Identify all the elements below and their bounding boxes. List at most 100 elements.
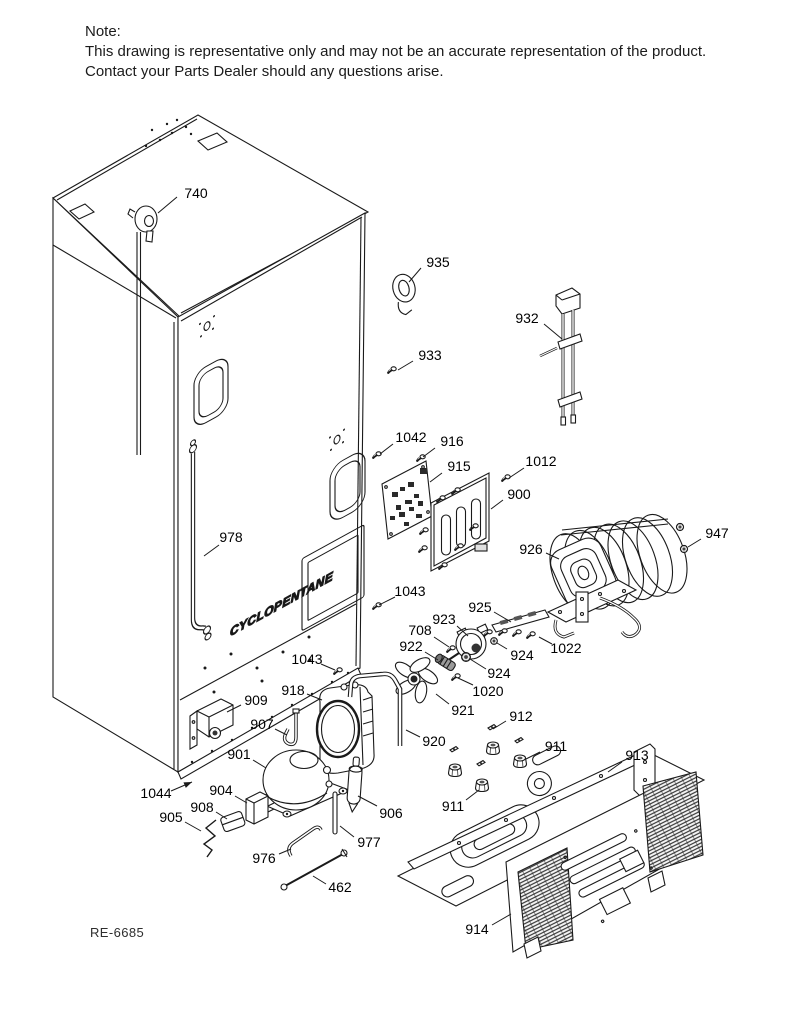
- part-label-935: 935: [426, 254, 450, 270]
- clip-912: [514, 737, 524, 744]
- part-label-1043: 1043: [394, 583, 425, 599]
- leader-line-913: [607, 761, 623, 773]
- drawing-drier-906: [346, 756, 363, 814]
- leader-line-977: [339, 825, 355, 838]
- cover-slots: [560, 829, 653, 924]
- leader-line-912: [492, 720, 507, 730]
- drawing-control-board-915: [381, 460, 433, 540]
- leader-line-922: [424, 651, 439, 661]
- leader-line-921: [435, 693, 450, 705]
- drawing-fan-motor-bracket-925: [491, 609, 550, 633]
- part-label-924: 924: [510, 647, 534, 663]
- nut-924: [490, 637, 498, 645]
- cover-left-grille: [517, 847, 574, 951]
- drawing-clamp-935: [392, 273, 416, 316]
- screw-1012: [500, 473, 512, 483]
- part-label-920: 920: [422, 733, 446, 749]
- drawing-rod-462: [280, 848, 348, 891]
- part-label-911: 911: [545, 738, 568, 754]
- cover-foot: [523, 936, 542, 959]
- leader-line-916: [422, 447, 436, 458]
- screw-708: [445, 644, 457, 654]
- flange-holes: [190, 635, 350, 764]
- part-label-909: 909: [244, 692, 268, 708]
- leader-line-932: [543, 323, 563, 340]
- part-label-900: 900: [507, 486, 531, 502]
- leader-line-1043: [378, 596, 396, 606]
- part-label-911: 911: [442, 798, 465, 814]
- note-line-1: This drawing is representative only and …: [85, 43, 707, 60]
- drawing-fan-shroud-918: [315, 681, 375, 774]
- grommet-911: [485, 741, 501, 756]
- drawing-condenser-926: [546, 513, 688, 639]
- note-line-2: Contact your Parts Dealer should any que…: [85, 63, 444, 80]
- part-label-915: 915: [447, 458, 471, 474]
- refrigerator-cabinet: CYCLOPENTANE: [52, 114, 370, 780]
- part-label-904: 904: [209, 782, 233, 798]
- drawing-fan-blade-921: [394, 657, 439, 704]
- part-label-1012: 1012: [525, 453, 556, 469]
- part-label-976: 976: [252, 850, 276, 866]
- clip-912: [487, 724, 497, 731]
- drawing-coupler-922: [434, 653, 456, 672]
- leader-line-1022: [538, 636, 553, 645]
- drawing-tube-907: [282, 708, 300, 747]
- cabinet-back-panel: CYCLOPENTANE: [177, 212, 366, 780]
- leader-line-925: [493, 611, 512, 623]
- note-heading: Note:: [85, 23, 121, 40]
- leader-line-911: [525, 751, 541, 760]
- leader-line-914: [491, 913, 512, 926]
- part-label-1020: 1020: [472, 683, 503, 699]
- cover-foot: [647, 870, 666, 893]
- tube-grommet-740: [127, 205, 158, 243]
- screw-900: [417, 544, 429, 554]
- nut-924: [460, 651, 472, 663]
- screw-1020: [450, 672, 462, 682]
- leader-line-1020: [457, 677, 474, 686]
- drawing-fan-motor-923: [446, 623, 489, 662]
- nut-947: [679, 544, 689, 554]
- leader-line-909: [226, 704, 242, 713]
- condenser-bracket: [546, 579, 638, 623]
- part-label-925: 925: [468, 599, 492, 615]
- clip-912: [449, 746, 459, 753]
- leader-line-900: [490, 499, 504, 510]
- leader-line-1012: [508, 467, 525, 479]
- drawing-relay-904: [245, 791, 275, 825]
- grommet-911: [512, 754, 528, 769]
- part-label-922: 922: [399, 638, 423, 654]
- screw-1042: [371, 450, 383, 460]
- drawing-capacitor-908: [220, 811, 246, 833]
- leader-line-901: [252, 759, 267, 769]
- clip-912: [476, 760, 486, 767]
- drawing-front-cover-914: [505, 771, 704, 959]
- part-label-1043: 1043: [291, 651, 322, 667]
- part-label-908: 908: [190, 799, 214, 815]
- leader-line-947: [687, 538, 702, 548]
- emboss-lower: [329, 452, 366, 520]
- part-label-912: 912: [509, 708, 533, 724]
- leader-line-918: [306, 693, 323, 701]
- part-label-907: 907: [250, 716, 274, 732]
- part-label-914: 914: [465, 921, 489, 937]
- part-label-901: 901: [227, 746, 251, 762]
- leader-arrowhead-1044: [183, 782, 192, 788]
- leader-line-906: [357, 795, 378, 807]
- top-vent-hole: [69, 203, 95, 220]
- part-label-1042: 1042: [395, 429, 426, 445]
- part-label-918: 918: [281, 682, 305, 698]
- leader-line-1042: [379, 443, 394, 455]
- part-label-978: 978: [219, 529, 243, 545]
- drawing-rod-977: [332, 791, 338, 835]
- part-label-977: 977: [357, 834, 381, 850]
- part-label-1044: 1044: [140, 785, 171, 801]
- leader-line-907: [274, 728, 288, 736]
- nut-947: [675, 522, 685, 532]
- leader-line-923: [456, 625, 469, 637]
- leader-line-920: [405, 729, 421, 738]
- part-label-740: 740: [184, 185, 208, 201]
- part-label-926: 926: [519, 541, 543, 557]
- leader-line-1043: [320, 663, 336, 671]
